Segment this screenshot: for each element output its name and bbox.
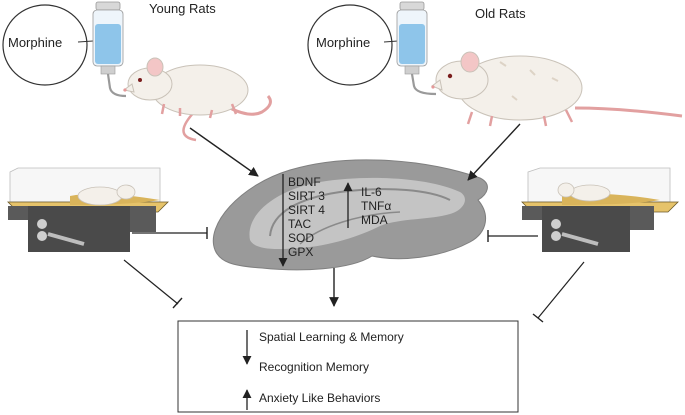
marker-increased: IL-6 — [361, 185, 382, 199]
outcome-recognition-memory: Recognition Memory — [259, 360, 370, 374]
arrow-young-to-brain — [189, 127, 259, 177]
outcome-spatial-learning: Spatial Learning & Memory — [259, 330, 404, 344]
arrow-old-to-brain — [467, 123, 521, 181]
marker-decreased: GPX — [288, 245, 314, 259]
hippocampus — [212, 159, 488, 271]
inhibit-right-diagonal-bar — [532, 313, 544, 323]
marker-decreased: SIRT 3 — [288, 189, 325, 203]
water-bottle-right — [396, 1, 437, 96]
increased-markers-list: IL-6 TNFα MDA — [361, 185, 391, 227]
outcome-anxiety-behaviors: Anxiety Like Behaviors — [259, 391, 381, 405]
marker-increased: TNFα — [361, 199, 392, 213]
old-rats-title: Old Rats — [475, 6, 526, 21]
inhibit-right-diagonal — [537, 261, 585, 319]
marker-decreased: TAC — [288, 217, 312, 231]
old-rat — [430, 51, 683, 127]
marker-increased: MDA — [361, 213, 388, 227]
marker-decreased: BDNF — [288, 175, 321, 189]
morphine-label-left: Morphine — [8, 35, 63, 50]
morphine-circle-right — [307, 4, 393, 86]
decreased-markers-list: BDNF SIRT 3 SIRT 4 TAC SOD GPX — [288, 175, 325, 259]
young-rat — [122, 57, 272, 142]
marker-decreased: SIRT 4 — [288, 203, 325, 217]
apparatus-right — [521, 167, 679, 252]
morphine-label-right: Morphine — [316, 35, 371, 50]
young-rats-title: Young Rats — [149, 1, 216, 16]
outcome-box — [177, 320, 519, 413]
inhibit-left-diagonal-bar — [172, 297, 183, 309]
morphine-circle-left — [2, 4, 88, 86]
marker-decreased: SOD — [288, 231, 315, 245]
inhibit-left-diagonal — [123, 259, 179, 305]
apparatus-left — [7, 167, 169, 252]
water-bottle-left — [92, 1, 127, 98]
